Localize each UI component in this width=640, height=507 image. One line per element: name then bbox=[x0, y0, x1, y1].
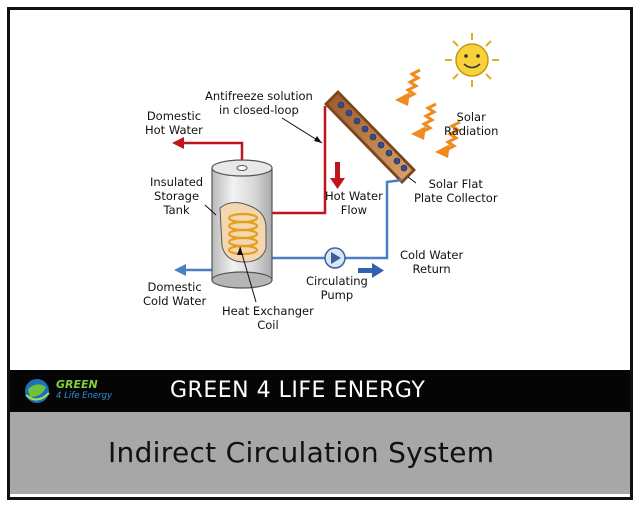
leader-lines bbox=[204, 117, 417, 303]
hot-water-flow-arrow bbox=[330, 162, 345, 189]
title-panel: Indirect Circulation System bbox=[10, 412, 630, 494]
globe-leaf-icon bbox=[25, 379, 50, 403]
sun-icon bbox=[445, 33, 499, 87]
label-heat-exchanger-coil: Heat Exchanger Coil bbox=[222, 304, 314, 332]
solar-radiation-arrows bbox=[405, 68, 461, 152]
label-solar-flat-plate-collector: Solar Flat Plate Collector bbox=[414, 177, 498, 205]
heat-exchanger-coil bbox=[219, 202, 267, 263]
label-domestic-cold-water: Domestic Cold Water bbox=[143, 280, 207, 308]
brand-name: GREEN 4 LIFE ENERGY bbox=[170, 378, 426, 403]
label-circulating-pump: Circulating Pump bbox=[306, 274, 368, 302]
antifreeze-pointer bbox=[314, 136, 322, 143]
brand-banner: GREEN 4 Life Energy GREEN 4 LIFE ENERGY bbox=[10, 370, 630, 412]
label-hot-water-flow: Hot Water Flow bbox=[325, 189, 383, 217]
label-domestic-hot-water: Domestic Hot Water bbox=[145, 109, 203, 137]
logo-wordmark: GREEN bbox=[56, 378, 98, 391]
label-solar-radiation: Solar Radiation bbox=[444, 110, 499, 138]
circulating-pump-icon bbox=[324, 247, 346, 269]
hot-pipe bbox=[271, 106, 327, 215]
brand-logo: GREEN 4 Life Energy bbox=[22, 375, 132, 407]
radiation-arrowheads bbox=[395, 92, 450, 158]
cold-water-return-arrow bbox=[358, 263, 384, 278]
domestic-cold-water-pipe bbox=[174, 264, 212, 276]
coil-pointer bbox=[237, 247, 243, 255]
solar-collector bbox=[324, 90, 416, 184]
logo-tagline: 4 Life Energy bbox=[56, 391, 113, 401]
system-title: Indirect Circulation System bbox=[108, 436, 495, 469]
label-cold-water-return: Cold Water Return bbox=[400, 248, 464, 276]
label-insulated-storage-tank: Insulated Storage Tank bbox=[150, 175, 204, 217]
label-antifreeze: Antifreeze solution in closed-loop bbox=[205, 89, 313, 117]
diagram-canvas bbox=[172, 33, 499, 303]
domestic-hot-water-pipe bbox=[172, 137, 244, 165]
